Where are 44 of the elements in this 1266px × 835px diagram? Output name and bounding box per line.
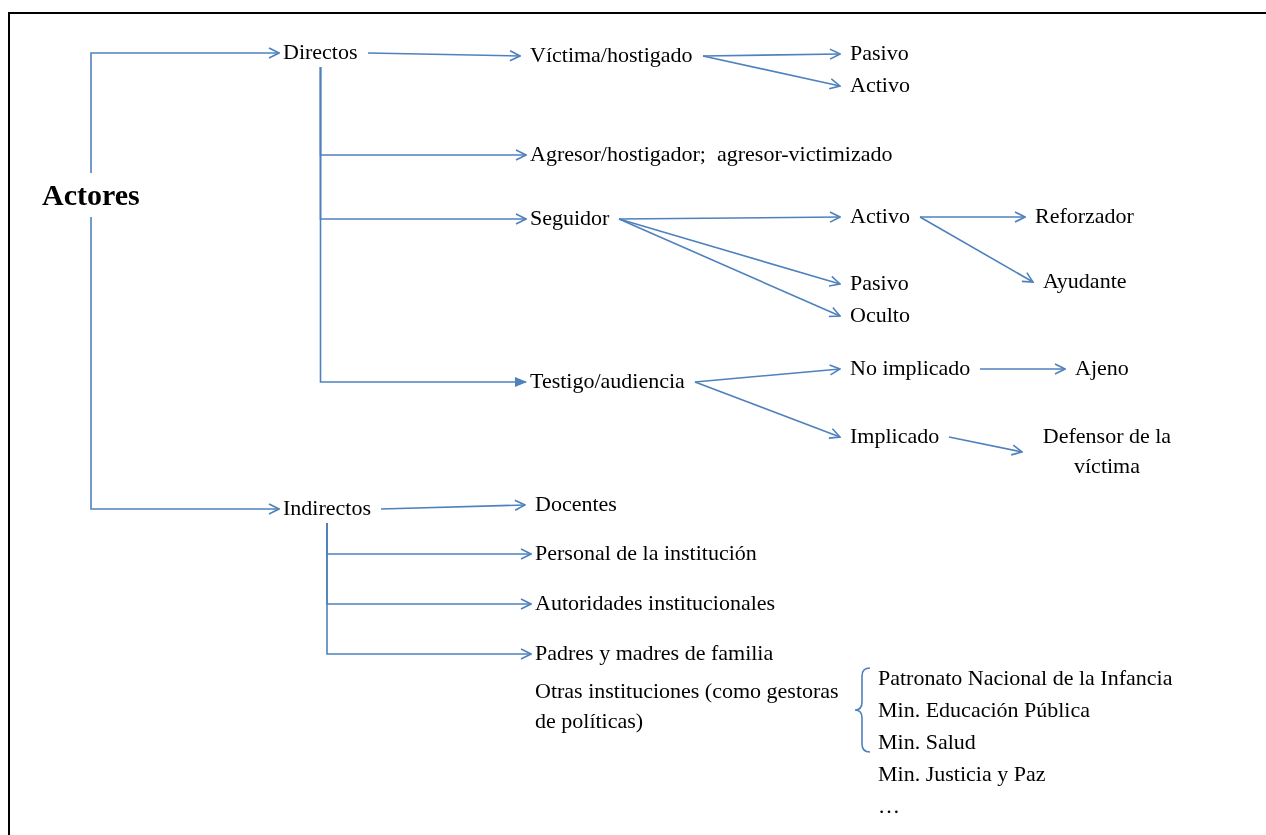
node-label: Ayudante	[1041, 266, 1129, 296]
node-label: Activo	[848, 70, 912, 100]
arrow	[919, 211, 1026, 223]
list-item: Min. Salud	[878, 728, 977, 756]
list-item: Min. Educación Pública	[878, 696, 1091, 724]
arrow	[618, 218, 841, 318]
arrow	[702, 48, 841, 60]
node-label: Ajeno	[1073, 353, 1131, 383]
arrow	[702, 55, 841, 90]
node-label: Directos	[281, 37, 360, 67]
arrow	[367, 50, 521, 62]
node-label: Pasivo	[848, 38, 911, 68]
node-label: Docentes	[533, 489, 619, 519]
arrow	[919, 216, 1034, 283]
arrow	[979, 363, 1066, 375]
node-label: Reforzador	[1033, 201, 1136, 231]
arrow	[90, 216, 280, 515]
node-label: Testigo/audiencia	[528, 366, 687, 396]
arrow	[380, 499, 526, 512]
node-label: Autoridades institucionales	[533, 588, 778, 618]
arrow	[618, 211, 841, 223]
arrow	[948, 436, 1023, 456]
arrow	[694, 381, 841, 439]
node-label: Personal de la institución	[533, 538, 759, 568]
node-label: No implicado	[848, 353, 973, 383]
node-label: Defensor de la víctima	[1030, 421, 1184, 481]
list-item: Min. Justicia y Paz	[878, 760, 1047, 788]
arrow	[694, 364, 841, 383]
node-label: Otras instituciones (como gestoras de políticas)	[533, 676, 857, 736]
node-label: Agresor/hostigador; agresor-victimizado	[528, 139, 895, 169]
arrow	[90, 47, 280, 174]
node-label: Víctima/hostigado	[528, 40, 695, 70]
node-label: Oculto	[848, 300, 912, 330]
node-label: Activo	[848, 201, 912, 231]
list-item: Patronato Nacional de la Infancia	[878, 664, 1173, 692]
arrow	[326, 522, 532, 660]
list-item: …	[878, 792, 901, 820]
node-label: Pasivo	[848, 268, 911, 298]
node-label: Seguidor	[528, 203, 612, 233]
arrow	[319, 66, 527, 387]
node-label: Indirectos	[281, 493, 373, 523]
node-label: Implicado	[848, 421, 942, 451]
node-label: Padres y madres de familia	[533, 638, 776, 668]
root-heading: Actores	[40, 177, 142, 213]
